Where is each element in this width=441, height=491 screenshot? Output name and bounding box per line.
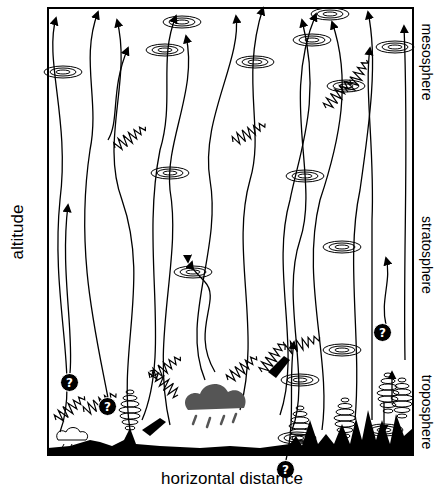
question-mark: ? [66,377,73,389]
storm-cloud [185,384,246,427]
wave-rays [53,8,406,460]
wave-packets [52,57,413,446]
axis-label: horizontal distance [161,470,303,487]
question-circle: ? [60,373,79,392]
question-circle: ? [98,397,117,416]
question-mark: ? [379,327,386,339]
breaking-marks [142,356,290,436]
frame [48,8,413,455]
axis-region-label: stratosphere [420,216,434,294]
question-mark: ? [104,401,111,413]
axis-region-label: troposphere [420,375,434,450]
question-circle: ? [373,323,392,342]
ground [48,410,413,455]
ring-patterns [44,8,414,444]
axis-region-label: altitude [9,205,26,260]
axis-region-label: mesosphere [420,23,434,100]
